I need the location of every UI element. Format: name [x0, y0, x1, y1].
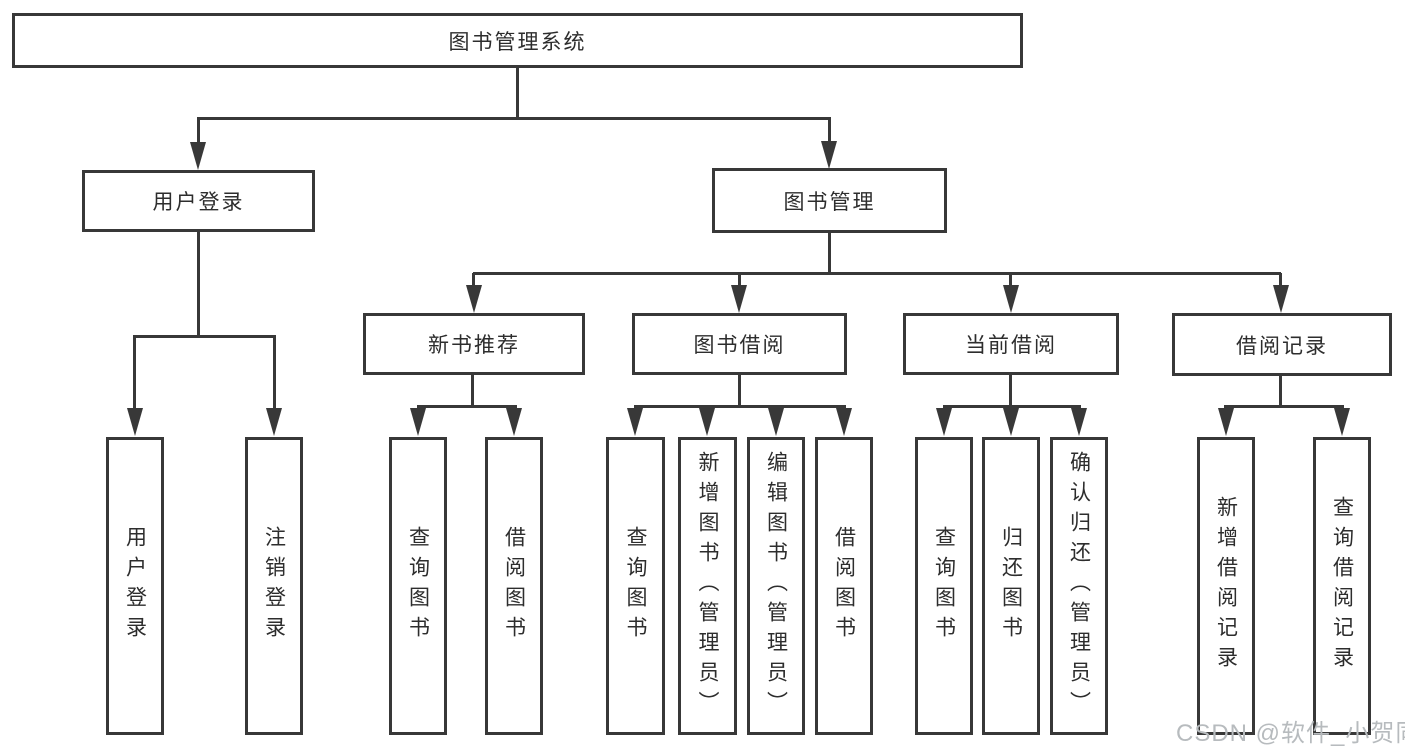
arrowhead-rec-borrow: [506, 408, 522, 436]
leaf-logout: 注销登录: [245, 437, 303, 735]
leaf-query-books-borrow: 查询图书: [606, 437, 665, 735]
arrowhead-leaf-login: [127, 408, 143, 436]
arrowhead-records: [1273, 285, 1289, 313]
leaf-borrow-books-recommend-label: 借阅图书: [502, 526, 526, 646]
connector-bb-bus: [634, 405, 846, 408]
node-user-login-label: 用户登录: [152, 191, 245, 214]
node-book-management-label: 图书管理: [783, 190, 876, 214]
leaf-logout-label: 注销登录: [262, 526, 286, 646]
connector-drop-current: [1009, 273, 1012, 287]
leaf-user-login-label: 用户登录: [123, 526, 147, 646]
connector-bb-stem: [738, 375, 741, 408]
arrowhead-cb-confirm: [1071, 408, 1087, 436]
leaf-query-borrow-record-label: 查询借阅记录: [1330, 496, 1354, 676]
leaf-query-books-recommend: 查询图书: [389, 437, 447, 735]
arrowhead-bb-query: [627, 408, 643, 436]
connector-drop-user-login: [197, 118, 200, 144]
connector-drop-borrow: [738, 273, 741, 287]
leaf-user-login: 用户登录: [106, 437, 164, 735]
arrowhead-leaf-logout: [266, 408, 282, 436]
connector-drop-book-management: [828, 118, 831, 144]
leaf-add-borrow-record-label: 新增借阅记录: [1214, 496, 1238, 676]
connector-drop-leaf-login: [133, 336, 136, 410]
leaf-query-books-current: 查询图书: [915, 437, 973, 735]
leaf-return-books-label: 归还图书: [999, 526, 1023, 646]
arrowhead-user-login: [190, 142, 206, 170]
leaf-borrow-books-label: 借阅图书: [832, 526, 856, 646]
arrowhead-rec-query: [410, 408, 426, 436]
arrowhead-cb-query: [936, 408, 952, 436]
node-borrow-records: 借阅记录: [1172, 313, 1392, 376]
arrowhead-br-add: [1218, 408, 1234, 436]
leaf-edit-book-admin: 编辑图书（管理员）: [747, 437, 805, 735]
arrowhead-bb-borrow: [836, 408, 852, 436]
leaf-edit-book-admin-label: 编辑图书（管理员）: [764, 451, 788, 721]
arrowhead-borrow: [731, 285, 747, 313]
node-book-borrow: 图书借阅: [632, 313, 847, 375]
connector-drop-recommend: [472, 273, 475, 287]
node-book-management: 图书管理: [712, 168, 947, 233]
connector-rec-bus: [417, 405, 517, 408]
leaf-borrow-books-recommend: 借阅图书: [485, 437, 543, 735]
connector-root-stem: [516, 68, 519, 120]
connector-root-bus: [197, 117, 831, 120]
leaf-confirm-return-admin: 确认归还（管理员）: [1050, 437, 1108, 735]
leaf-borrow-books: 借阅图书: [815, 437, 873, 735]
connector-ul-stem: [197, 232, 200, 338]
connector-drop-records: [1279, 273, 1282, 287]
connector-bm-stem: [828, 233, 831, 275]
arrowhead-bb-add: [699, 408, 715, 436]
leaf-add-book-admin: 新增图书（管理员）: [678, 437, 737, 735]
leaf-add-borrow-record: 新增借阅记录: [1197, 437, 1255, 735]
connector-bm-bus: [473, 272, 1281, 275]
node-new-book-recommend-label: 新书推荐: [428, 334, 520, 357]
arrowhead-bb-edit: [768, 408, 784, 436]
connector-br-stem: [1279, 376, 1282, 408]
leaf-query-books-recommend-label: 查询图书: [406, 526, 430, 646]
connector-cb-stem: [1009, 375, 1012, 408]
connector-rec-stem: [471, 375, 474, 408]
arrowhead-cb-return: [1003, 408, 1019, 436]
leaf-query-books-borrow-label: 查询图书: [624, 526, 647, 646]
connector-br-bus: [1224, 405, 1344, 408]
leaf-query-borrow-record: 查询借阅记录: [1313, 437, 1371, 735]
arrowhead-book-management: [821, 141, 837, 169]
node-borrow-records-label: 借阅记录: [1236, 334, 1328, 358]
node-current-borrow-label: 当前借阅: [965, 334, 1057, 357]
connector-ul-bus: [133, 335, 276, 338]
node-current-borrow: 当前借阅: [903, 313, 1119, 375]
connector-cb-bus: [943, 405, 1081, 408]
connector-drop-leaf-logout: [273, 336, 276, 410]
node-root-label: 图书管理系统: [448, 30, 587, 54]
node-new-book-recommend: 新书推荐: [363, 313, 585, 375]
arrowhead-recommend: [466, 285, 482, 313]
leaf-query-books-current-label: 查询图书: [932, 526, 956, 646]
node-user-login: 用户登录: [82, 170, 315, 232]
node-root: 图书管理系统: [12, 13, 1023, 68]
arrowhead-current: [1003, 285, 1019, 313]
csdn-watermark: CSDN @软件_小贺同学: [1176, 720, 1405, 747]
leaf-return-books: 归还图书: [982, 437, 1040, 735]
leaf-confirm-return-admin-label: 确认归还（管理员）: [1067, 451, 1091, 721]
arrowhead-br-query: [1334, 408, 1350, 436]
node-book-borrow-label: 图书借阅: [693, 334, 786, 357]
leaf-add-book-admin-label: 新增图书（管理员）: [696, 451, 719, 721]
